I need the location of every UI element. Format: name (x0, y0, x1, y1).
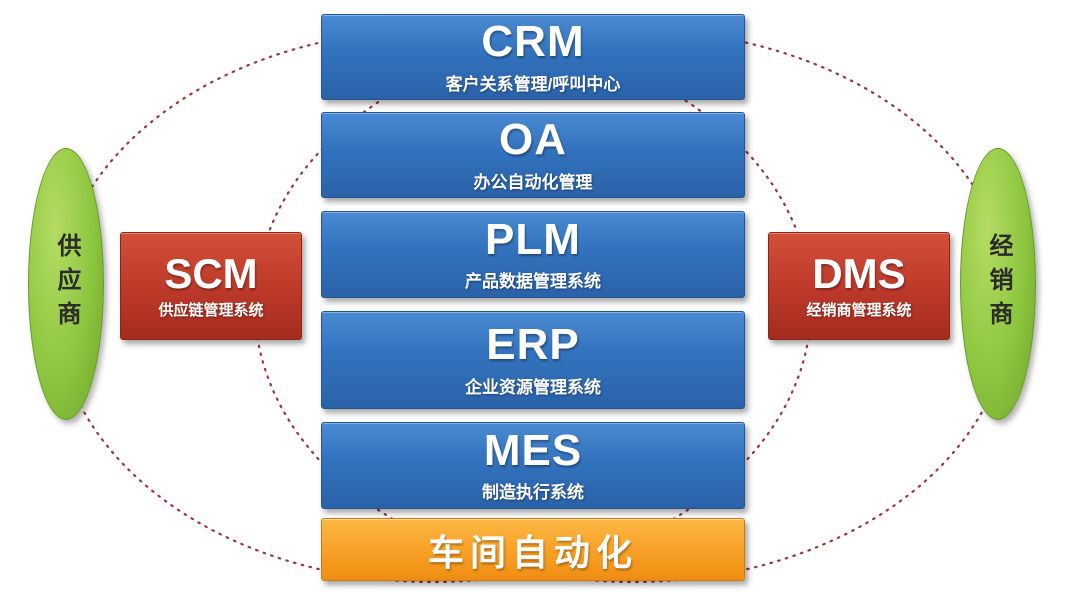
supplier-ellipse: 供应商 (28, 148, 104, 420)
dms-abbreviation: DMS (812, 249, 906, 297)
scm-box: SCM 供应链管理系统 (120, 232, 302, 340)
oa-description: 办公自动化管理 (473, 172, 593, 192)
dms-box: DMS 经销商管理系统 (768, 232, 950, 340)
workshop-automation-label: 车间自动化 (427, 531, 638, 573)
plm-box: PLM 产品数据管理系统 (321, 211, 745, 298)
oa-abbreviation: OA (499, 115, 567, 165)
plm-abbreviation: PLM (485, 214, 581, 264)
oa-box: OA 办公自动化管理 (321, 112, 745, 198)
crm-abbreviation: CRM (481, 17, 585, 67)
crm-description: 客户关系管理/呼叫中心 (445, 74, 621, 94)
scm-abbreviation: SCM (164, 249, 258, 297)
mes-box: MES 制造执行系统 (321, 422, 745, 509)
crm-box: CRM 客户关系管理/呼叫中心 (321, 14, 745, 100)
dealer-ellipse: 经销商 (960, 148, 1036, 420)
plm-description: 产品数据管理系统 (465, 272, 601, 292)
mes-description: 制造执行系统 (482, 483, 584, 503)
erp-abbreviation: ERP (486, 320, 580, 370)
dms-description: 经销商管理系统 (806, 302, 912, 320)
dealer-label: 经销商 (985, 233, 1012, 335)
supplier-label: 供应商 (53, 233, 80, 335)
workshop-automation-bar: 车间自动化 (321, 518, 745, 581)
mes-abbreviation: MES (483, 425, 583, 475)
scm-description: 供应链管理系统 (158, 302, 264, 320)
erp-description: 企业资源管理系统 (465, 377, 601, 397)
erp-box: ERP 企业资源管理系统 (321, 311, 745, 409)
